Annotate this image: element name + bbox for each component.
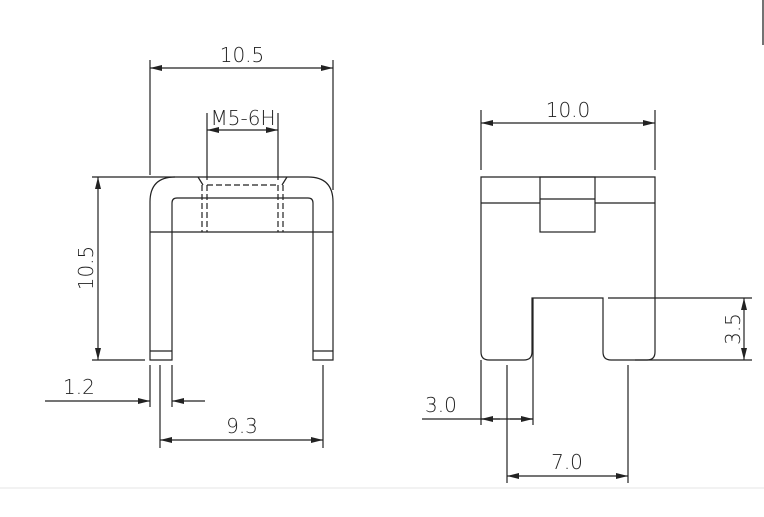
dim-thread: M5-6H (206, 106, 279, 180)
dim-side-width: 10.0 (480, 98, 656, 170)
label-leg-width: 3.0 (425, 393, 457, 417)
label-front-width: 10.5 (220, 43, 265, 67)
front-outline (149, 176, 334, 361)
label-leg-spacing: 9.3 (226, 414, 258, 438)
dim-leg-thickness: 1.2 (45, 365, 205, 407)
dim-leg-spacing: 9.3 (159, 365, 324, 448)
label-front-height: 10.5 (74, 246, 98, 291)
dim-front-height: 10.5 (74, 176, 175, 361)
label-leg-thickness: 1.2 (63, 375, 95, 399)
dim-pitch: 7.0 (506, 365, 629, 483)
label-slot-depth: 3.5 (721, 313, 745, 345)
label-side-width: 10.0 (546, 98, 591, 122)
side-view: 10.0 3.5 3.0 7.0 (422, 98, 752, 483)
dim-front-width: 10.5 (149, 43, 334, 190)
thread-hole (197, 176, 288, 232)
label-thread: M5-6H (211, 106, 276, 130)
front-view: 10.5 M5-6H 10.5 1.2 9.3 (45, 43, 334, 448)
label-pitch: 7.0 (551, 450, 583, 474)
dim-slot-depth: 3.5 (608, 297, 752, 361)
nut-block (539, 176, 596, 233)
dim-leg-width: 3.0 (422, 298, 534, 425)
side-outline (480, 176, 656, 361)
